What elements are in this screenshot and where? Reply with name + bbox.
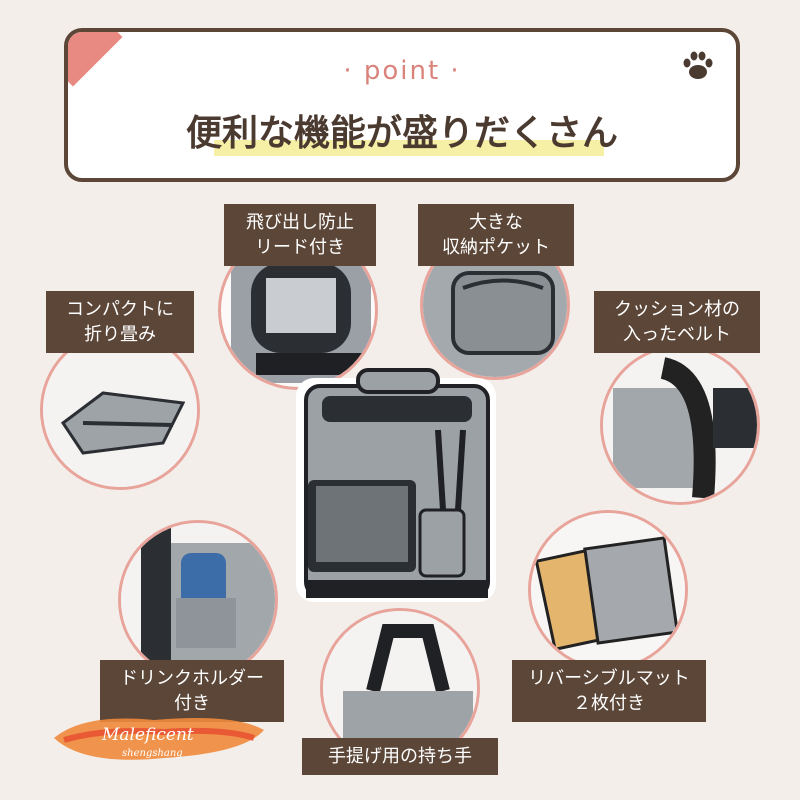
feature-photo-belt: [600, 345, 760, 505]
svg-text:Maleficent: Maleficent: [101, 725, 194, 745]
pet-carrier-backpack-image: [296, 368, 496, 602]
feature-label-handle: 手提げ用の持ち手: [302, 738, 498, 775]
shoulder-belt-image: [603, 348, 757, 502]
feature-photo-drink: [118, 520, 278, 680]
point-label: · point ·: [343, 56, 461, 86]
feature-photo-fold: [40, 330, 200, 490]
folded-bag-image: [43, 333, 197, 487]
feature-photo-lead: [218, 230, 378, 390]
feature-label-belt: クッション材の入ったベルト: [594, 291, 760, 353]
feature-label-lead: 飛び出し防止リード付き: [224, 204, 376, 266]
feature-photo-mat: [528, 510, 688, 670]
header-card: · point · 便利な機能が盛りだくさん: [64, 28, 740, 182]
reversible-mat-image: [531, 513, 685, 667]
feature-label-drink: ドリンクホルダー付き: [100, 660, 284, 722]
page-title: 便利な機能が盛りだくさん: [185, 113, 618, 154]
svg-text:shengshang: shengshang: [122, 748, 183, 759]
drink-holder-image: [121, 523, 275, 677]
lead-door-image: [231, 243, 371, 383]
feature-label-pocket: 大きな収納ポケット: [418, 204, 574, 266]
headline-highlight: [214, 140, 604, 156]
watermark-logo: Maleficent shengshang: [54, 717, 264, 760]
paw-icon: [683, 51, 713, 79]
feature-label-fold: コンパクトに折り畳み: [46, 291, 194, 353]
